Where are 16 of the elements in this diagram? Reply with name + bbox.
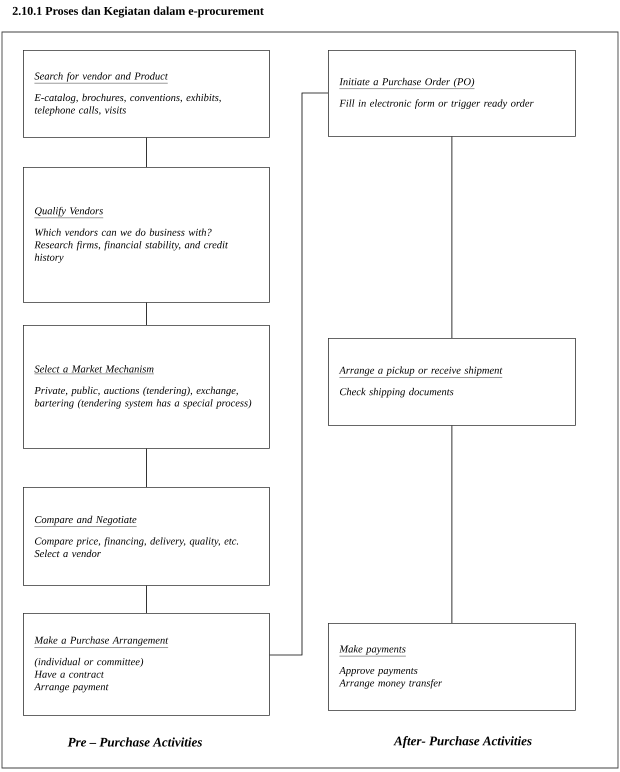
connector-line (146, 448, 147, 488)
process-box: Make a Purchase Arrangement (individual or committee) Have a contract Arrange payment (23, 613, 270, 716)
connector-line (146, 137, 147, 168)
process-box: Compare and Negotiate Compare price, financing, delivery, quality, etc. Select a vendor (23, 487, 270, 586)
column-label: Pre – Purchase Activities (68, 737, 202, 747)
process-box: Select a Market Mechanism Private, public, auctions (tendering), exchange, bartering (tendering system has a special process) (23, 325, 270, 449)
connector-line (146, 585, 147, 614)
connector-line (146, 302, 147, 326)
process-box: Qualify Vendors Which vendors can we do business with? Research firms, financial stability, and credit history (23, 167, 270, 303)
connector-line (269, 92, 328, 656)
process-box: Arrange a pickup or receive shipment Check shipping documents (328, 338, 576, 426)
section-title: 2.10.1 Proses dan Kegiatan dalam e-procurement (12, 6, 264, 18)
process-box: Initiate a Purchase Order (PO) Fill in electronic form or trigger ready order (328, 50, 576, 137)
process-box: Search for vendor and Product E-catalog, brochures, conventions, exhibits, telephone calls, visits (23, 50, 270, 138)
process-box: Make payments Approve payments Arrange money transfer (328, 623, 576, 711)
column-label: After- Purchase Activities (393, 736, 532, 748)
